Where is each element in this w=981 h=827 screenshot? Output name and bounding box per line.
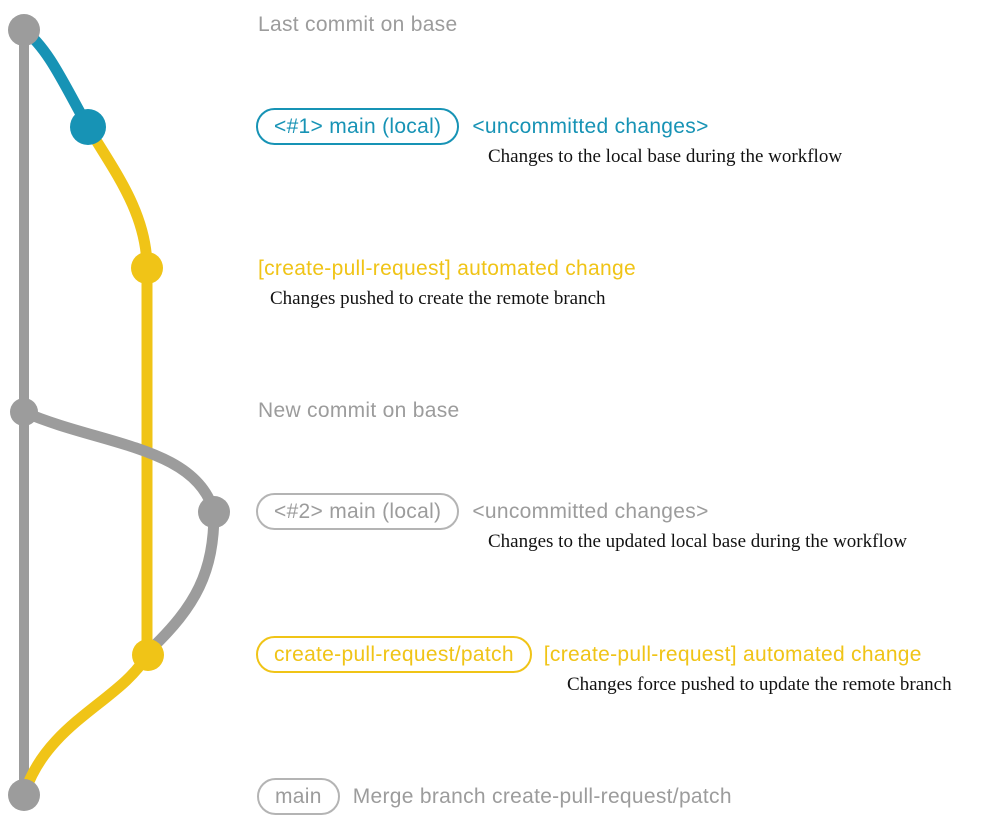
- description-uncommitted-1: Changes to the local base during the wor…: [488, 146, 843, 167]
- label-last-commit-on-base: Last commit on base: [258, 13, 458, 36]
- commit-node-automated-change-2: [132, 639, 164, 671]
- branch-badge-create-pull-request-patch: create-pull-request/patch: [256, 636, 532, 674]
- label-uncommitted-changes-2: <uncommitted changes>: [472, 499, 709, 523]
- branch-badge-main: main: [257, 778, 340, 816]
- commit-node-last-base: [8, 14, 40, 46]
- label-merge-branch: Merge branch create-pull-request/patch: [352, 784, 732, 808]
- commit-node-merge: [8, 779, 40, 811]
- row-uncommitted-1: <#1> main (local) <uncommitted changes>: [256, 108, 709, 146]
- commit-node-automated-change-1: [131, 252, 163, 284]
- description-automated-change-1: Changes pushed to create the remote bran…: [270, 288, 606, 309]
- row-automated-change-2: create-pull-request/patch [create-pull-r…: [256, 636, 922, 674]
- label-automated-change-2: [create-pull-request] automated change: [543, 642, 922, 666]
- commit-node-uncommitted-2: [198, 496, 230, 528]
- branch-badge-main-local-1: <#1> main (local): [256, 108, 460, 146]
- label-automated-change-1: [create-pull-request] automated change: [258, 257, 636, 280]
- label-uncommitted-changes-1: <uncommitted changes>: [472, 114, 709, 138]
- description-automated-change-2: Changes force pushed to update the remot…: [567, 674, 952, 695]
- commit-node-new-base: [10, 398, 38, 426]
- local-change-line-2: [18, 406, 220, 518]
- commit-node-uncommitted-1: [70, 109, 106, 145]
- row-uncommitted-2: <#2> main (local) <uncommitted changes>: [256, 493, 709, 531]
- branch-badge-main-local-2: <#2> main (local): [256, 493, 460, 531]
- label-new-commit-on-base: New commit on base: [258, 399, 460, 422]
- description-uncommitted-2: Changes to the updated local base during…: [488, 531, 907, 552]
- remote-branch-line: [82, 121, 153, 661]
- local-reset-line: [144, 506, 220, 656]
- merge-line: [19, 649, 153, 798]
- row-merge: main Merge branch create-pull-request/pa…: [257, 778, 732, 816]
